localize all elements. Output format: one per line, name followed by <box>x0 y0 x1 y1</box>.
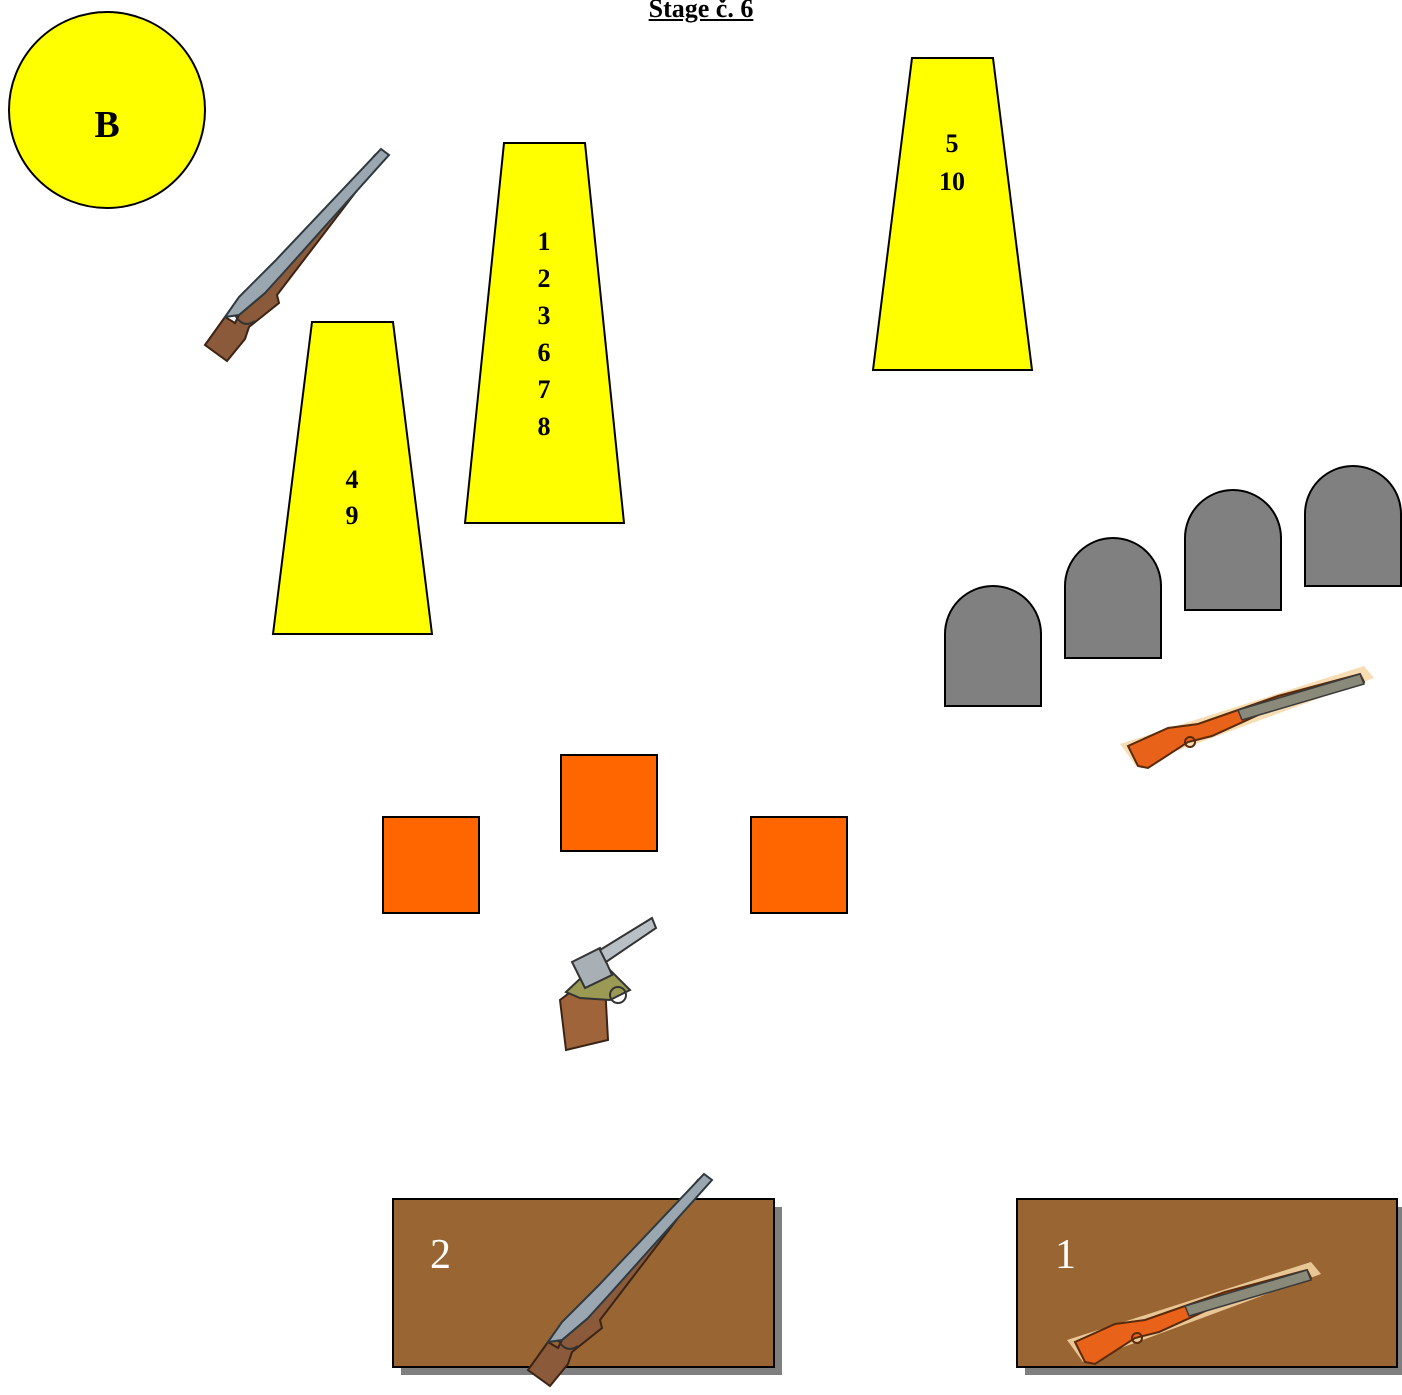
target-number: 7 <box>538 375 551 404</box>
tombstone-target <box>1185 490 1281 610</box>
table-2: 2 <box>393 1174 782 1386</box>
target-number: 6 <box>538 338 551 367</box>
target-middle: 1 2 3 6 7 8 <box>465 143 624 523</box>
table-1: 1 <box>1017 1199 1402 1375</box>
target-number: 1 <box>538 227 551 256</box>
barricade-circle: B <box>9 12 205 208</box>
square-targets <box>383 755 847 913</box>
square-target <box>751 817 847 913</box>
target-number: 10 <box>939 167 965 196</box>
table-label: 2 <box>430 1232 451 1278</box>
barricade-label: B <box>94 104 119 146</box>
tombstone-target <box>1065 538 1161 658</box>
tombstone-target <box>945 586 1041 706</box>
shotgun-icon <box>1120 666 1374 768</box>
target-right: 5 10 <box>873 58 1032 370</box>
target-number: 2 <box>538 264 551 293</box>
target-number: 5 <box>946 129 959 158</box>
target-number: 4 <box>346 465 359 494</box>
revolver-icon <box>560 918 656 1050</box>
target-number: 9 <box>346 501 359 530</box>
target-left: 4 9 <box>273 322 432 634</box>
square-target <box>561 755 657 851</box>
square-target <box>383 817 479 913</box>
target-number: 8 <box>538 412 551 441</box>
tombstone-target <box>1305 466 1401 586</box>
table-label: 1 <box>1055 1232 1076 1278</box>
target-number: 3 <box>538 301 551 330</box>
tombstone-targets <box>945 466 1401 706</box>
